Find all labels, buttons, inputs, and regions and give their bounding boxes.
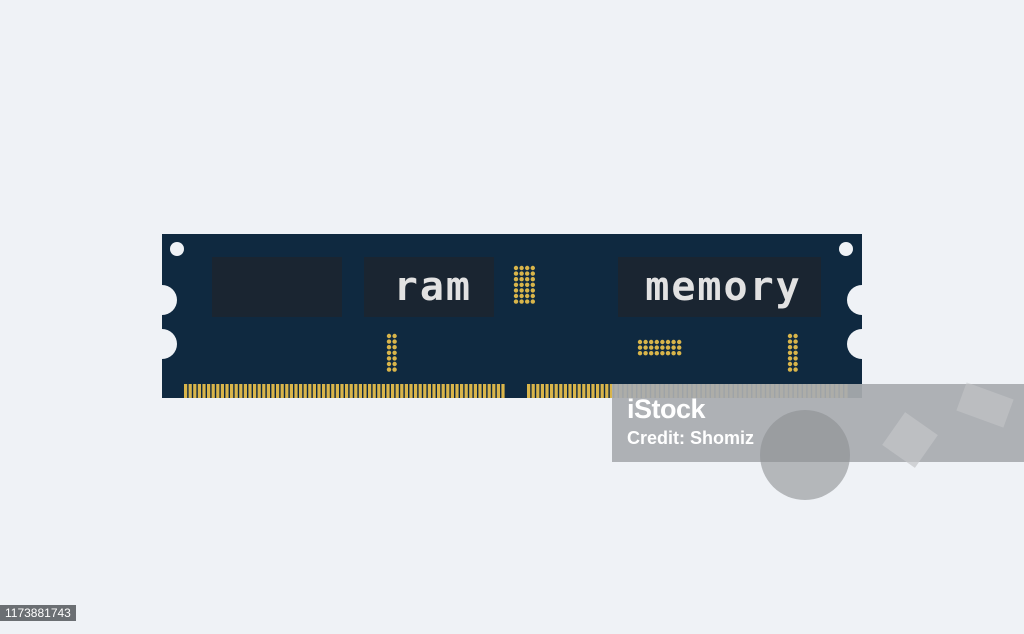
notch-left-bottom [147, 329, 177, 359]
solder-dots-bottom-right [787, 333, 798, 372]
notch-right-top [847, 285, 877, 315]
chip-label-ram: ram [393, 264, 472, 310]
solder-dots-bottom-left [386, 333, 397, 372]
stock-id-badge: 1173881743 [0, 605, 76, 621]
mount-hole-right [839, 242, 853, 256]
solder-dots-bottom-mid [637, 339, 682, 356]
notch-left-top [147, 285, 177, 315]
watermark: iStock Credit: Shomiz [612, 384, 1024, 462]
watermark-backdrop [612, 382, 1024, 500]
notch-right-bottom [847, 329, 877, 359]
watermark-brand: iStock [627, 394, 706, 424]
chip-memory [618, 257, 821, 317]
chip-ram [364, 257, 494, 317]
watermark-credit: Credit: Shomiz [627, 428, 755, 448]
gold-contacts-left [184, 384, 505, 398]
chip-blank [212, 257, 342, 317]
solder-dots-top-center [513, 265, 535, 304]
mount-hole-left [170, 242, 184, 256]
chip-label-memory: memory [645, 264, 802, 310]
